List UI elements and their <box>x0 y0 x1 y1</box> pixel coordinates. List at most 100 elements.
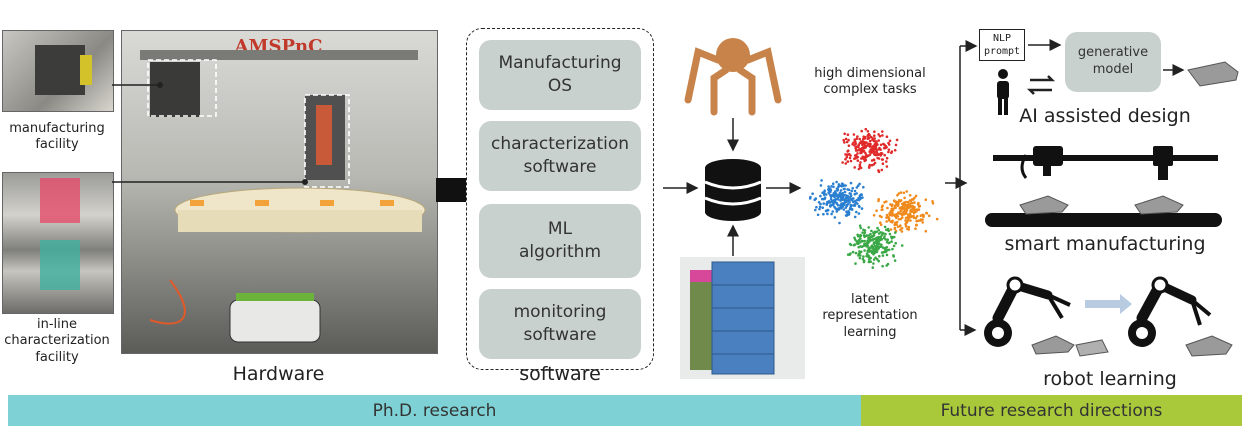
cluster-point <box>863 143 866 146</box>
cluster-point <box>887 219 891 222</box>
cluster-point <box>819 202 822 206</box>
cluster-point <box>886 227 890 231</box>
cluster-point <box>873 237 877 241</box>
cluster-point <box>901 202 904 206</box>
cluster-point <box>884 250 888 254</box>
cluster-point <box>879 152 882 155</box>
cluster-point <box>862 140 866 144</box>
cluster-point <box>907 225 911 229</box>
cluster-point <box>854 251 858 255</box>
cluster-point <box>862 150 866 153</box>
cluster-point <box>896 204 900 207</box>
cluster-point <box>877 153 880 156</box>
cluster-point <box>853 236 856 240</box>
cluster-point <box>875 148 879 152</box>
cluster-point <box>809 195 812 199</box>
cluster-point <box>831 203 835 207</box>
cluster-point <box>820 179 823 182</box>
cluster-point <box>854 154 858 157</box>
cluster-point <box>856 159 860 162</box>
cluster-point <box>904 222 907 226</box>
cluster-point <box>855 198 859 202</box>
cluster-point <box>827 191 831 195</box>
label-line: characterization <box>4 333 110 349</box>
cluster-point <box>816 213 820 217</box>
cluster-point <box>832 202 835 206</box>
cluster-point <box>908 194 912 197</box>
cluster-point <box>847 197 850 201</box>
cluster-point <box>862 149 866 153</box>
cluster-point <box>910 215 913 219</box>
cluster-point <box>829 190 832 193</box>
cluster-point <box>912 198 915 201</box>
cluster-point <box>909 210 912 213</box>
cluster-point <box>845 199 849 203</box>
cluster-point <box>873 230 877 234</box>
cluster-point <box>864 243 867 247</box>
cluster-point <box>921 213 924 217</box>
cluster-point <box>864 156 867 160</box>
cluster-point <box>851 142 854 146</box>
cluster-point <box>888 212 891 216</box>
cluster-point <box>854 142 858 145</box>
cluster-point <box>903 204 907 207</box>
cluster-point <box>900 230 904 233</box>
cluster-point <box>873 247 876 251</box>
cluster-point <box>898 212 902 215</box>
cluster-point <box>841 183 845 186</box>
cluster-point <box>882 146 886 150</box>
cluster-point <box>869 148 872 151</box>
cluster-point <box>863 231 866 234</box>
cluster-point <box>892 255 895 258</box>
cluster-point <box>900 206 903 209</box>
cluster-point <box>917 208 921 211</box>
cluster-point <box>891 247 894 251</box>
cluster-point <box>845 199 849 203</box>
cluster-point <box>822 202 825 205</box>
cluster-point <box>887 143 891 146</box>
cluster-point <box>890 210 894 214</box>
cluster-point <box>858 256 862 260</box>
cluster-point <box>854 147 857 150</box>
cluster-point <box>863 239 866 243</box>
cluster-point <box>867 247 871 250</box>
cluster-point <box>873 153 877 156</box>
cluster-point <box>862 141 866 144</box>
cluster-point <box>903 196 906 200</box>
cluster-point <box>901 216 904 219</box>
cluster-point <box>834 207 838 210</box>
cluster-point <box>890 204 894 208</box>
cluster-point <box>857 143 861 146</box>
cluster-point <box>895 212 899 216</box>
cluster-point <box>912 211 916 215</box>
cluster-point <box>880 237 884 241</box>
cluster-point <box>900 227 904 230</box>
cluster-point <box>880 168 884 172</box>
cluster-point <box>856 242 859 245</box>
cluster-point <box>874 147 878 150</box>
cluster-point <box>880 152 884 155</box>
cluster-point <box>838 206 841 210</box>
cluster-point <box>859 147 862 151</box>
cluster-point <box>877 242 881 246</box>
cluster-point <box>888 241 891 244</box>
cluster-point <box>868 165 871 168</box>
cluster-point <box>913 196 916 200</box>
cluster-point <box>891 219 894 223</box>
cluster-point <box>840 206 843 209</box>
cluster-point <box>826 200 829 204</box>
cluster-point <box>864 155 868 159</box>
cluster-point <box>835 209 839 212</box>
cluster-point <box>872 150 875 153</box>
cluster-point <box>874 145 878 149</box>
cluster-point <box>869 246 873 249</box>
cluster-point <box>859 150 863 154</box>
cluster-point <box>904 211 907 215</box>
cluster-point <box>859 237 862 240</box>
cluster-point <box>849 205 853 208</box>
cluster-point <box>895 138 899 142</box>
cluster-point <box>887 215 890 219</box>
label-line: complex tasks <box>823 82 917 98</box>
cluster-point <box>849 203 853 207</box>
